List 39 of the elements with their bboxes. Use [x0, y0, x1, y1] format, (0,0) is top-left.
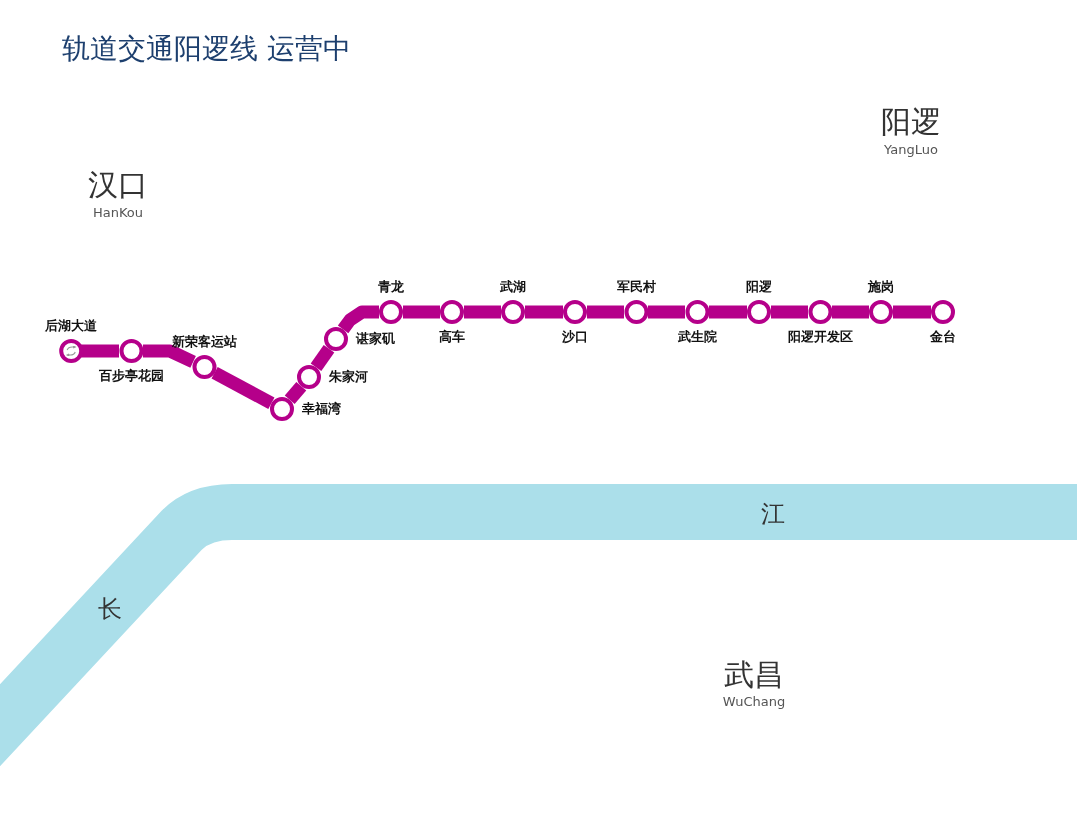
line-segment [337, 305, 379, 334]
station-name: 幸福湾 [302, 400, 341, 418]
station-name: 阳逻 [746, 278, 772, 296]
station-name: 武生院 [677, 328, 717, 346]
district-pinyin: HanKou [92, 205, 144, 221]
title: 轨道交通阳逻线 运营中 [62, 31, 351, 67]
station-name: 高车 [439, 328, 465, 346]
line-segment [893, 305, 931, 319]
river-name: 江 [761, 500, 785, 528]
station-name: 军民村 [616, 278, 656, 296]
river-name: 长 [98, 595, 122, 623]
district-name: 汉口 [88, 168, 148, 202]
station-name: 沙口 [562, 328, 588, 346]
district-pinyin: WuChang [722, 694, 786, 710]
line-segment [587, 305, 624, 319]
station-name: 武湖 [500, 278, 526, 296]
line-segment [403, 305, 440, 319]
station-name: 金台 [930, 328, 956, 346]
line-segment [464, 305, 501, 319]
station-name: 谌家矶 [356, 330, 395, 348]
line-segment [525, 305, 563, 319]
line-segment [143, 344, 196, 368]
station-name: 新荣客运站 [171, 333, 237, 351]
line-segment [771, 305, 808, 319]
line-segment [284, 382, 307, 404]
station-name: 青龙 [378, 278, 404, 296]
station-name: 朱家河 [329, 368, 368, 386]
station-name: 阳逻开发区 [787, 328, 853, 346]
line-segment [648, 305, 685, 319]
station-name: 后湖大道 [45, 317, 98, 335]
line-segment [709, 305, 747, 319]
district-pinyin: YangLuo [884, 142, 938, 158]
line-segment [310, 345, 335, 371]
line-segment [211, 366, 275, 410]
district-name: 武昌 [724, 658, 784, 692]
district-name: 阳逻 [881, 105, 941, 139]
station-name: 施岗 [868, 278, 894, 296]
line-segment [832, 305, 869, 319]
station-name: 百步亭花园 [98, 367, 164, 385]
